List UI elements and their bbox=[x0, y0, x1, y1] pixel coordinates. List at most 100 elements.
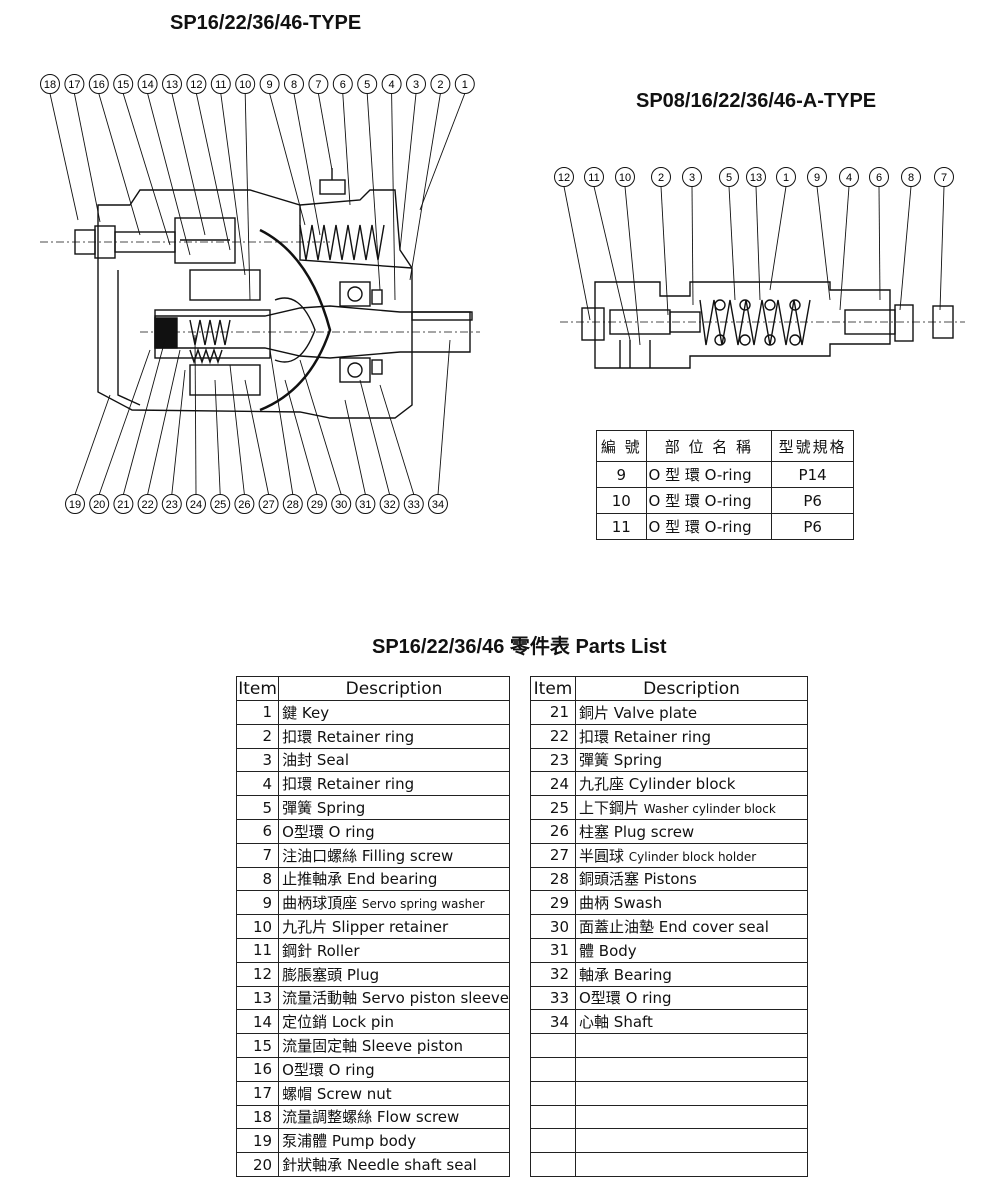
parts-item-number bbox=[530, 1128, 576, 1154]
parts-item-number: 16 bbox=[235, 1056, 280, 1082]
callout-number: 5 bbox=[726, 172, 732, 184]
callout-number: 7 bbox=[315, 79, 321, 91]
callout-number: 11 bbox=[215, 79, 226, 91]
parts-name-zh: 彈簧 bbox=[579, 751, 610, 770]
parts-name-zh: 膨脹塞頭 bbox=[282, 965, 343, 984]
parts-item-number: 30 bbox=[530, 914, 576, 939]
parts-item-number: 25 bbox=[530, 795, 576, 820]
callout-7: 7 bbox=[934, 167, 954, 311]
callout-number: 34 bbox=[432, 499, 444, 511]
callout-number: 7 bbox=[941, 172, 947, 184]
callout-6: 6 bbox=[332, 74, 353, 206]
parts-name-zh: 流量調整螺絲 bbox=[282, 1108, 373, 1127]
callout-25: 25 bbox=[210, 379, 231, 514]
oring-header-spec: 型號規格 bbox=[771, 430, 854, 462]
parts-name-zh: 銅片 bbox=[579, 703, 610, 722]
callout-9: 9 bbox=[807, 167, 831, 301]
parts-name-zh: 鋼針 bbox=[282, 941, 313, 960]
parts-description: 定位銷 Lock pin bbox=[278, 1009, 510, 1035]
oring-no: 9 bbox=[596, 461, 647, 488]
callout-number: 11 bbox=[588, 172, 599, 184]
callout-number: 2 bbox=[658, 172, 664, 184]
callout-19: 19 bbox=[65, 394, 111, 514]
callout-number: 10 bbox=[619, 172, 631, 184]
callout-4: 4 bbox=[839, 167, 859, 311]
parts-description: 油封 Seal bbox=[278, 747, 510, 773]
callout-number: 18 bbox=[44, 79, 56, 91]
callout-number: 25 bbox=[214, 499, 226, 511]
callout-11: 11 bbox=[584, 167, 631, 341]
parts-name-en: Bearing bbox=[613, 965, 672, 984]
parts-name-en: Valve plate bbox=[613, 703, 698, 722]
callout-number: 6 bbox=[340, 79, 346, 91]
callout-number: 31 bbox=[359, 499, 371, 511]
callout-number: 9 bbox=[814, 172, 820, 184]
oring-name: O 型 環 O-ring bbox=[645, 487, 773, 514]
parts-description: 銅頭活塞 Pistons bbox=[575, 866, 808, 892]
parts-description: 軸承 Bearing bbox=[575, 961, 808, 987]
parts-name-zh: 九孔座 bbox=[579, 775, 625, 794]
parts-row bbox=[530, 1080, 808, 1106]
parts-item-number: 20 bbox=[235, 1152, 280, 1177]
parts-description: 流量固定軸 Sleeve piston bbox=[278, 1033, 510, 1058]
parts-item-number: 19 bbox=[235, 1128, 280, 1154]
callout-12: 12 bbox=[186, 74, 231, 251]
parts-name-zh: 止推軸承 bbox=[282, 870, 343, 889]
oring-header-name: 部 位 名 稱 bbox=[645, 430, 773, 462]
callout-23: 23 bbox=[161, 369, 186, 514]
parts-description: 流量活動軸 Servo piston sleeve bbox=[278, 985, 510, 1011]
parts-name-zh: 心軸 bbox=[579, 1013, 610, 1032]
parts-item-number: 7 bbox=[235, 842, 280, 868]
callout-18: 18 bbox=[40, 74, 79, 221]
parts-list-title: SP16/22/36/46 零件表 Parts List bbox=[372, 636, 667, 658]
callout-number: 17 bbox=[68, 79, 80, 91]
parts-name-zh: O型環 bbox=[579, 989, 621, 1008]
parts-description bbox=[575, 1128, 808, 1154]
parts-name-en: Filling screw bbox=[361, 846, 454, 865]
callout-7: 7 bbox=[308, 74, 333, 171]
callout-12: 12 bbox=[554, 167, 591, 321]
parts-name-zh: 面蓋止油墊 bbox=[579, 918, 655, 937]
parts-item-number: 14 bbox=[235, 1009, 280, 1035]
parts-item-number: 33 bbox=[530, 985, 576, 1011]
parts-description: O型環 O ring bbox=[278, 1056, 510, 1082]
callout-number: 12 bbox=[558, 172, 570, 184]
callout-17: 17 bbox=[64, 74, 101, 223]
parts-name-zh: 銅頭活塞 bbox=[579, 870, 640, 889]
parts-header-item: Item bbox=[530, 676, 576, 701]
parts-name-en: Body bbox=[598, 941, 637, 960]
callout-9: 9 bbox=[259, 74, 306, 226]
callout-number: 23 bbox=[166, 499, 178, 511]
parts-description: 曲柄球頂座 Servo spring washer bbox=[278, 890, 510, 916]
parts-item-number: 17 bbox=[235, 1080, 280, 1106]
parts-description: 流量調整螺絲 Flow screw bbox=[278, 1104, 510, 1130]
parts-description: 銅片 Valve plate bbox=[575, 700, 808, 725]
parts-name-zh: 柱塞 bbox=[579, 822, 610, 841]
parts-name-en: Lock pin bbox=[331, 1013, 395, 1032]
parts-item-number: 13 bbox=[235, 985, 280, 1011]
parts-item-number: 11 bbox=[235, 937, 280, 963]
parts-description bbox=[575, 1033, 808, 1058]
callout-number: 33 bbox=[408, 499, 420, 511]
callout-number: 8 bbox=[908, 172, 914, 184]
parts-name-zh: O型環 bbox=[282, 1060, 324, 1079]
parts-name-en: End bearing bbox=[346, 870, 438, 889]
parts-item-number: 10 bbox=[235, 914, 280, 939]
parts-name-zh: 流量活動軸 bbox=[282, 989, 358, 1008]
parts-name-en: Servo spring washer bbox=[361, 897, 485, 912]
parts-description: 半圓球 Cylinder block holder bbox=[575, 842, 808, 868]
